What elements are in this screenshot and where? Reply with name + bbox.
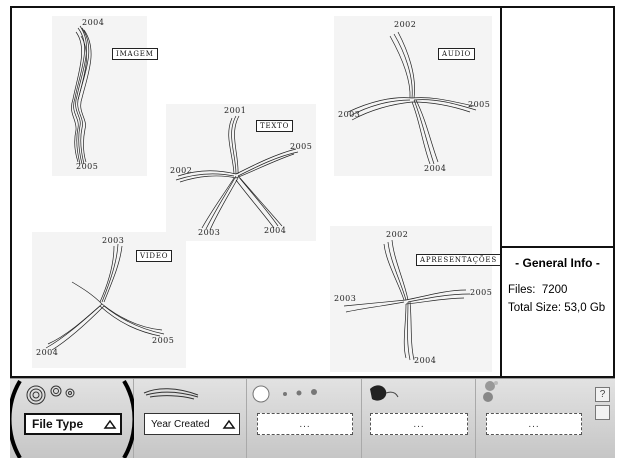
- year-label: 2002: [394, 20, 417, 29]
- year-label: 2003: [198, 228, 221, 237]
- year-created-section: Year Created: [134, 379, 247, 458]
- chevron-up-icon[interactable]: [101, 415, 119, 433]
- filter-toolbar: File Type Year Created: [10, 378, 615, 458]
- type-tag-apresentacoes[interactable]: APRESENTAÇÕES: [416, 254, 500, 266]
- year-label: 2004: [264, 226, 287, 235]
- files-value: 7200: [541, 284, 568, 296]
- year-label: 2005: [470, 288, 493, 297]
- ink-blot-icon: [370, 385, 399, 401]
- filter-input-1[interactable]: ...: [257, 413, 353, 435]
- file-type-section: File Type: [10, 379, 134, 458]
- year-label: 2005: [290, 142, 313, 151]
- year-created-label: Year Created: [151, 418, 210, 430]
- filter-section-dots: ...: [247, 379, 362, 458]
- file-type-label: File Type: [32, 417, 84, 431]
- year-label-start: 2004: [82, 18, 105, 27]
- year-label: 2004: [424, 164, 447, 173]
- swirl-audio: [347, 31, 477, 165]
- filter-input-2[interactable]: ...: [370, 413, 468, 435]
- size-value: 53,0 Gb: [564, 302, 606, 314]
- file-canvas[interactable]: 2004 2005 IMAGEM: [12, 8, 500, 376]
- dots-size-icon: [252, 385, 317, 403]
- total-size: Total Size: 53,0 Gb: [508, 302, 605, 314]
- feather-stroke-icon: [143, 388, 199, 400]
- grey-blob-icon: [483, 381, 498, 402]
- small-blank-button[interactable]: [595, 405, 610, 420]
- year-label: 2003: [334, 294, 357, 303]
- panel-divider: [500, 8, 502, 376]
- help-button[interactable]: ?: [595, 387, 610, 402]
- spiral-icon: [26, 385, 75, 405]
- selection-bracket-icon: [10, 379, 134, 458]
- info-title: - General Info -: [515, 256, 600, 270]
- year-label: 2003: [102, 236, 125, 245]
- general-info-panel: - General Info - Files: 7200 Total Size:…: [502, 248, 613, 376]
- year-label: 2005: [468, 100, 491, 109]
- year-label-end: 2005: [76, 162, 99, 171]
- file-cluster-video[interactable]: 2003 2004 2005 VIDEO: [32, 232, 186, 368]
- year-label: 2001: [224, 106, 247, 115]
- swirl-imagem: [71, 25, 92, 165]
- info-divider: [500, 246, 613, 248]
- swirl-video: [45, 243, 165, 351]
- year-label: 2004: [36, 348, 59, 357]
- file-cluster-audio[interactable]: 2002 2003 2004 2005 AUDIO: [334, 16, 492, 176]
- swirl-texto: [175, 115, 299, 231]
- files-count: Files: 7200: [508, 284, 567, 296]
- year-label: 2002: [170, 166, 193, 175]
- type-tag-texto[interactable]: TEXTO: [256, 120, 294, 132]
- year-created-select[interactable]: Year Created: [144, 413, 240, 435]
- filter-section-ink: ...: [362, 379, 476, 458]
- year-label: 2004: [414, 356, 437, 365]
- type-tag-video[interactable]: VIDEO: [136, 250, 173, 262]
- size-label: Total Size:: [508, 302, 562, 314]
- filter-section-grey: ... ?: [476, 379, 615, 458]
- year-label: 2005: [152, 336, 175, 345]
- file-cluster-texto[interactable]: 2001 2002 2003 2004 2005 TEXTO: [166, 104, 316, 241]
- year-label: 2003: [338, 110, 361, 119]
- filter-input-3[interactable]: ...: [486, 413, 582, 435]
- file-cluster-apresentacoes[interactable]: 2002 2003 2004 2005 APRESENTAÇÕES: [330, 226, 500, 372]
- file-type-select[interactable]: File Type: [24, 413, 122, 435]
- type-tag-audio[interactable]: AUDIO: [438, 48, 476, 60]
- swirl-apresentacoes: [343, 239, 471, 361]
- type-tag-imagem[interactable]: IMAGEM: [112, 48, 158, 60]
- file-cluster-imagem[interactable]: 2004 2005 IMAGEM: [52, 16, 158, 176]
- chevron-up-icon[interactable]: [220, 415, 238, 433]
- visualization-frame: 2004 2005 IMAGEM: [10, 6, 615, 378]
- year-label: 2002: [386, 230, 409, 239]
- files-label: Files:: [508, 284, 536, 296]
